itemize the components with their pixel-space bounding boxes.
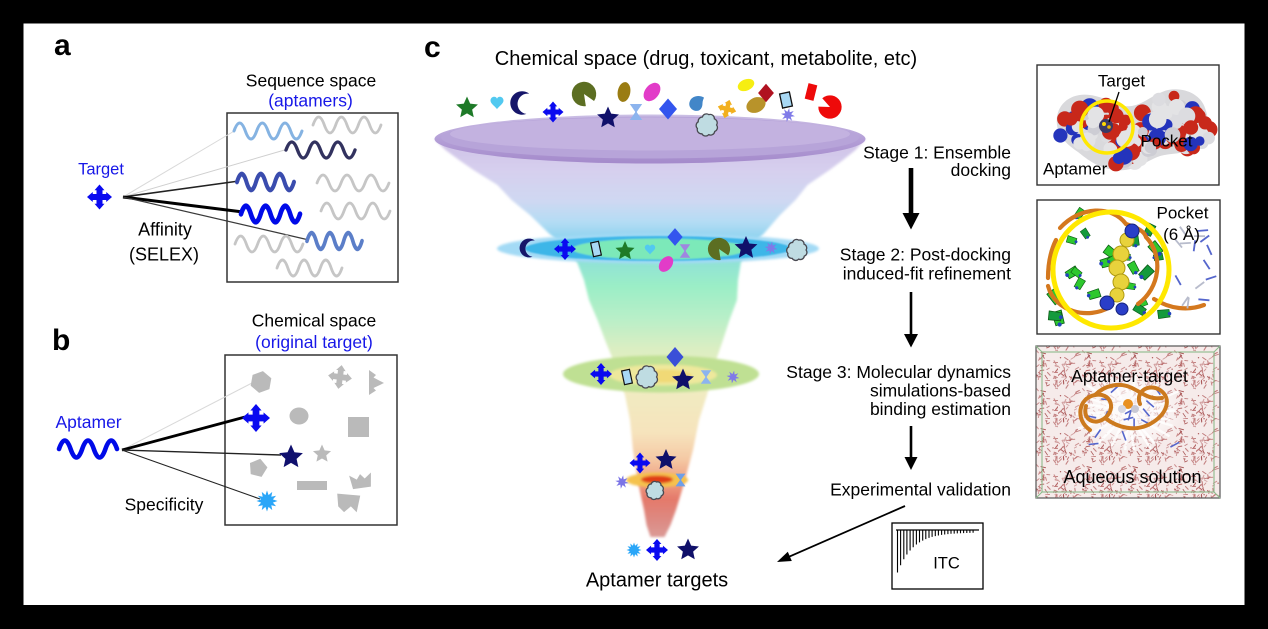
svg-text:Stage 1: Ensemble: Stage 1: Ensemble bbox=[863, 143, 1011, 163]
svg-text:(aptamers): (aptamers) bbox=[268, 91, 353, 111]
svg-text:(SELEX): (SELEX) bbox=[129, 245, 199, 265]
svg-text:Pocket: Pocket bbox=[1141, 132, 1193, 151]
svg-text:Chemical space: Chemical space bbox=[252, 311, 377, 331]
svg-text:simulations-based: simulations-based bbox=[870, 381, 1011, 401]
svg-text:Pocket: Pocket bbox=[1157, 204, 1209, 223]
svg-text:ITC: ITC bbox=[933, 555, 960, 573]
svg-text:Aptamer: Aptamer bbox=[1043, 160, 1108, 179]
svg-text:a: a bbox=[54, 29, 71, 62]
svg-text:Stage 2: Post-docking: Stage 2: Post-docking bbox=[840, 245, 1011, 265]
svg-text:Aptamer: Aptamer bbox=[56, 412, 122, 432]
svg-text:Aptamer targets: Aptamer targets bbox=[586, 570, 728, 592]
svg-text:Chemical space (drug, toxicant: Chemical space (drug, toxicant, metaboli… bbox=[495, 48, 917, 70]
svg-text:(6 Å): (6 Å) bbox=[1163, 225, 1200, 244]
svg-text:Experimental validation: Experimental validation bbox=[830, 480, 1011, 500]
svg-text:(original target): (original target) bbox=[255, 332, 373, 352]
svg-text:Aptamer-target: Aptamer-target bbox=[1071, 366, 1188, 386]
svg-text:Target: Target bbox=[1098, 72, 1146, 91]
svg-text:c: c bbox=[424, 31, 441, 64]
svg-text:b: b bbox=[52, 324, 70, 357]
svg-text:Target: Target bbox=[78, 161, 124, 179]
svg-text:induced-fit refinement: induced-fit refinement bbox=[843, 264, 1011, 284]
svg-text:Sequence space: Sequence space bbox=[246, 71, 376, 91]
svg-text:Aqueous solution: Aqueous solution bbox=[1063, 467, 1201, 487]
svg-text:Specificity: Specificity bbox=[125, 495, 204, 515]
svg-text:Stage 3: Molecular dynamics: Stage 3: Molecular dynamics bbox=[786, 362, 1011, 382]
svg-text:Affinity: Affinity bbox=[138, 220, 192, 240]
svg-text:docking: docking bbox=[951, 160, 1011, 180]
svg-text:binding estimation: binding estimation bbox=[870, 399, 1011, 419]
